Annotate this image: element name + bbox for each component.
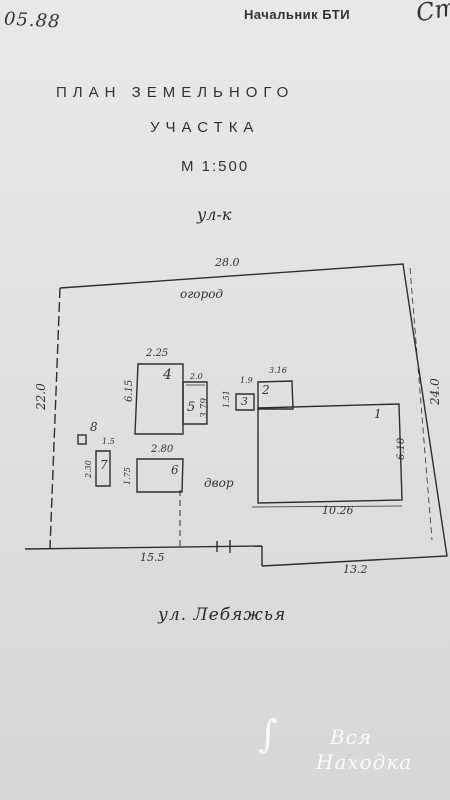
dimension-b6-width: 2.80 (151, 444, 174, 455)
dimension-right: 24.0 (428, 378, 442, 405)
area-garden-label: огород (180, 287, 224, 301)
building-7-number: 7 (100, 458, 108, 472)
building-4 (134, 363, 184, 435)
plan-scale: М 1:500 (181, 158, 250, 175)
plot-boundary-bottom (24, 545, 263, 550)
watermark-line2: Находка (316, 750, 413, 774)
building-1-number: 1 (374, 407, 382, 421)
building-2 (257, 380, 294, 410)
watermark-logo-mark: ∫ (258, 712, 278, 756)
dimension-b7-width: 1.5 (102, 437, 115, 446)
dimension-b5-height: 3.79 (200, 397, 210, 418)
dimension-left: 22.0 (34, 383, 48, 410)
plot-boundary-left (49, 287, 61, 549)
plan-title-line2: УЧАСТКА (150, 119, 260, 136)
building-7 (95, 450, 111, 487)
building-5 (182, 381, 208, 425)
building-8 (77, 434, 87, 445)
chief-label: Начальник БТИ (244, 7, 351, 22)
dimension-b4-height: 6.15 (124, 379, 135, 402)
building-8-number: 8 (90, 420, 98, 434)
building-3-number: 3 (241, 395, 248, 408)
plot-boundary (59, 263, 448, 567)
building-2-number: 2 (262, 383, 270, 397)
plan-title-line1: ПЛАН ЗЕМЕЛЬНОГО (56, 84, 295, 101)
area-yard-label: двор (204, 476, 234, 490)
street-top-label: ул-к (197, 205, 232, 224)
building-4-number: 4 (163, 367, 172, 383)
dimension-b5-small: 2.0 (190, 372, 203, 381)
dimension-b3-width: 1.9 (240, 376, 253, 385)
dimension-b3-height: 1.51 (222, 390, 231, 408)
dimension-b4-width: 2.25 (146, 348, 169, 359)
building-5-number: 5 (187, 400, 196, 415)
dimension-b7-height2: 1.75 (123, 467, 132, 485)
dimension-b7-height: 2.30 (84, 460, 93, 478)
dimension-house-width: 10.26 (322, 504, 354, 517)
dimension-bottom-left: 15.5 (140, 551, 165, 564)
dimension-b2-width: 3.16 (269, 366, 287, 375)
dimension-bottom-right: 13.2 (343, 563, 368, 576)
building-1 (257, 403, 403, 504)
dimension-top: 28.0 (215, 256, 240, 269)
building-6 (136, 458, 184, 493)
building-6-number: 6 (171, 463, 179, 477)
watermark-line1: Вся (330, 725, 373, 749)
dimension-house-depth: 6.10 (396, 437, 407, 460)
street-bottom-label: ул. Лебяжья (158, 605, 287, 625)
building-3 (235, 393, 255, 411)
